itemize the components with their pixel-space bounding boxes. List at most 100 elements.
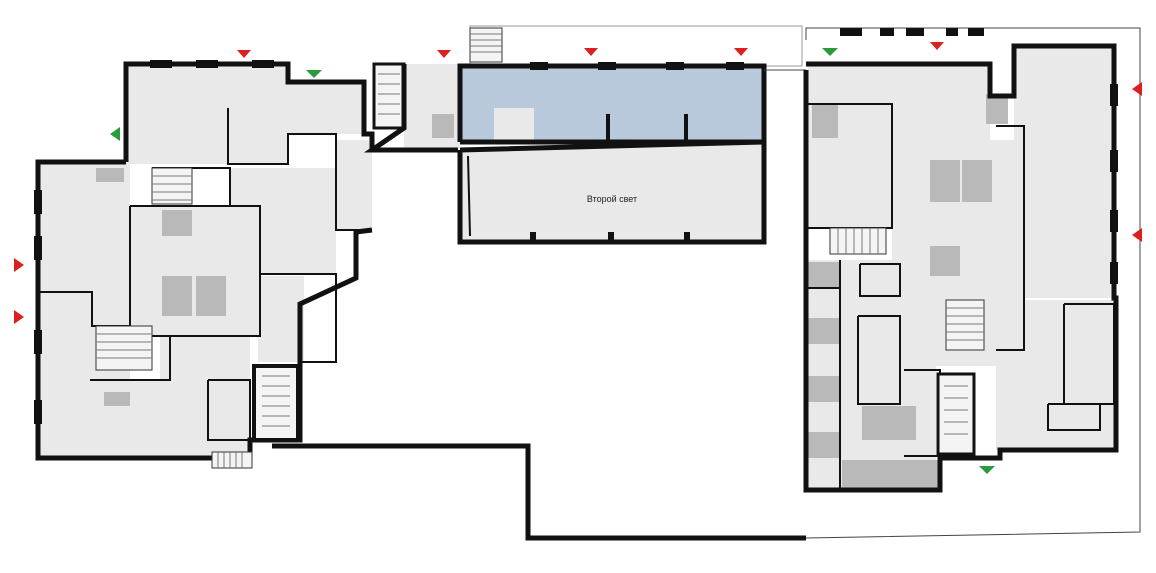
pier	[946, 28, 958, 36]
shaft-r1	[986, 94, 1008, 124]
central-block: Второй свет	[363, 25, 803, 245]
pier	[530, 232, 536, 244]
arrow-right-red	[14, 258, 24, 272]
wall-inner-5	[90, 336, 171, 381]
room-right-cell-3	[808, 376, 840, 402]
wall-courtyard	[297, 227, 373, 362]
left-wing	[34, 60, 406, 469]
stair-left-entry	[211, 451, 253, 469]
void-edge	[467, 155, 471, 237]
shaft-r2	[812, 104, 838, 138]
window-markers	[14, 42, 1142, 324]
pier	[684, 232, 690, 244]
double-height-label: Второй свет	[587, 194, 637, 204]
pier	[1110, 210, 1118, 232]
pier	[530, 62, 548, 70]
stair-left-south	[95, 325, 153, 371]
wall-right-inner-5	[857, 315, 901, 405]
shaft-2	[104, 392, 130, 406]
pier	[666, 62, 684, 70]
arrow-down-red	[237, 50, 251, 58]
wall-right-inner-7	[1063, 303, 1115, 405]
wall-inner-1	[129, 205, 261, 337]
arrow-down-red	[437, 50, 451, 58]
arrow-down-red	[584, 48, 598, 56]
stair-left-east	[252, 364, 300, 442]
arrow-down-green	[306, 70, 322, 78]
wall-right-outer	[803, 43, 1119, 493]
pier	[196, 60, 218, 68]
wall-inner-4	[260, 273, 337, 363]
stair-right-core	[945, 299, 985, 351]
arrow-down-red	[734, 48, 748, 56]
elevator-r1	[930, 160, 960, 202]
arrow-left-red	[1132, 228, 1142, 242]
pier	[34, 400, 42, 424]
plot-boundary	[805, 27, 1141, 539]
wall-courtyard-south	[272, 443, 806, 541]
room-gallery-annex	[494, 108, 534, 142]
pier	[840, 28, 862, 36]
pier	[1110, 84, 1118, 106]
room-east-corridor	[258, 276, 304, 362]
pier	[684, 114, 688, 142]
wall-right-inner-8	[1047, 403, 1101, 431]
pier	[598, 62, 616, 70]
stair-right-south	[936, 372, 976, 456]
wall-gallery	[457, 63, 767, 145]
room-east-hall	[1014, 46, 1114, 298]
stair-left-ne	[372, 62, 406, 130]
stair-left-north	[151, 167, 193, 205]
arrow-left-red	[1132, 82, 1142, 96]
wall-right-inner-6	[996, 125, 1025, 351]
pier	[34, 190, 42, 214]
arrow-down-red	[930, 42, 944, 50]
elevator-r2	[962, 160, 992, 202]
pier	[968, 28, 984, 36]
wall-right-inner-4	[859, 263, 901, 297]
wall-inner-3	[227, 108, 372, 231]
pier	[726, 62, 744, 70]
arrow-down-green	[979, 466, 995, 474]
room-stairhall	[336, 140, 372, 230]
elevator-2	[162, 276, 192, 316]
right-wing	[803, 28, 1119, 493]
arrow-left-green	[110, 127, 120, 141]
wall-inner-6	[207, 379, 251, 441]
entrance-markers	[110, 48, 995, 474]
arrow-right-red	[14, 310, 24, 324]
room-right-cell-1	[808, 262, 840, 288]
room-south-east	[996, 300, 1116, 450]
terrace-outline	[469, 25, 803, 67]
room-north-mid	[288, 82, 364, 134]
room-center-right	[230, 168, 336, 274]
room-north-left	[126, 64, 288, 164]
shaft-central	[432, 114, 454, 138]
room-double-height	[460, 140, 764, 242]
pier	[880, 28, 894, 36]
room-right-cell-2	[808, 318, 840, 344]
elevator-r3	[930, 246, 960, 276]
elevator-1	[162, 210, 192, 236]
stair-right-north	[829, 227, 887, 255]
pier	[252, 60, 274, 68]
wall-double-height	[457, 139, 767, 245]
pier	[608, 232, 614, 244]
pier	[34, 236, 42, 260]
pier	[906, 28, 924, 36]
pier	[1110, 262, 1118, 284]
stair-terrace	[469, 27, 503, 63]
room-bottom-left	[160, 336, 250, 440]
pier	[1110, 150, 1118, 172]
room-right-cell-6	[862, 406, 916, 440]
wall-central-entry	[363, 64, 458, 153]
arrow-down-green	[822, 48, 838, 56]
pier	[150, 60, 172, 68]
room-right-cell-4	[808, 432, 840, 458]
elevator-3	[196, 276, 226, 316]
pier	[34, 330, 42, 354]
room-right-cell-5	[842, 460, 938, 490]
pier	[606, 114, 610, 142]
shaft-1	[96, 168, 124, 182]
